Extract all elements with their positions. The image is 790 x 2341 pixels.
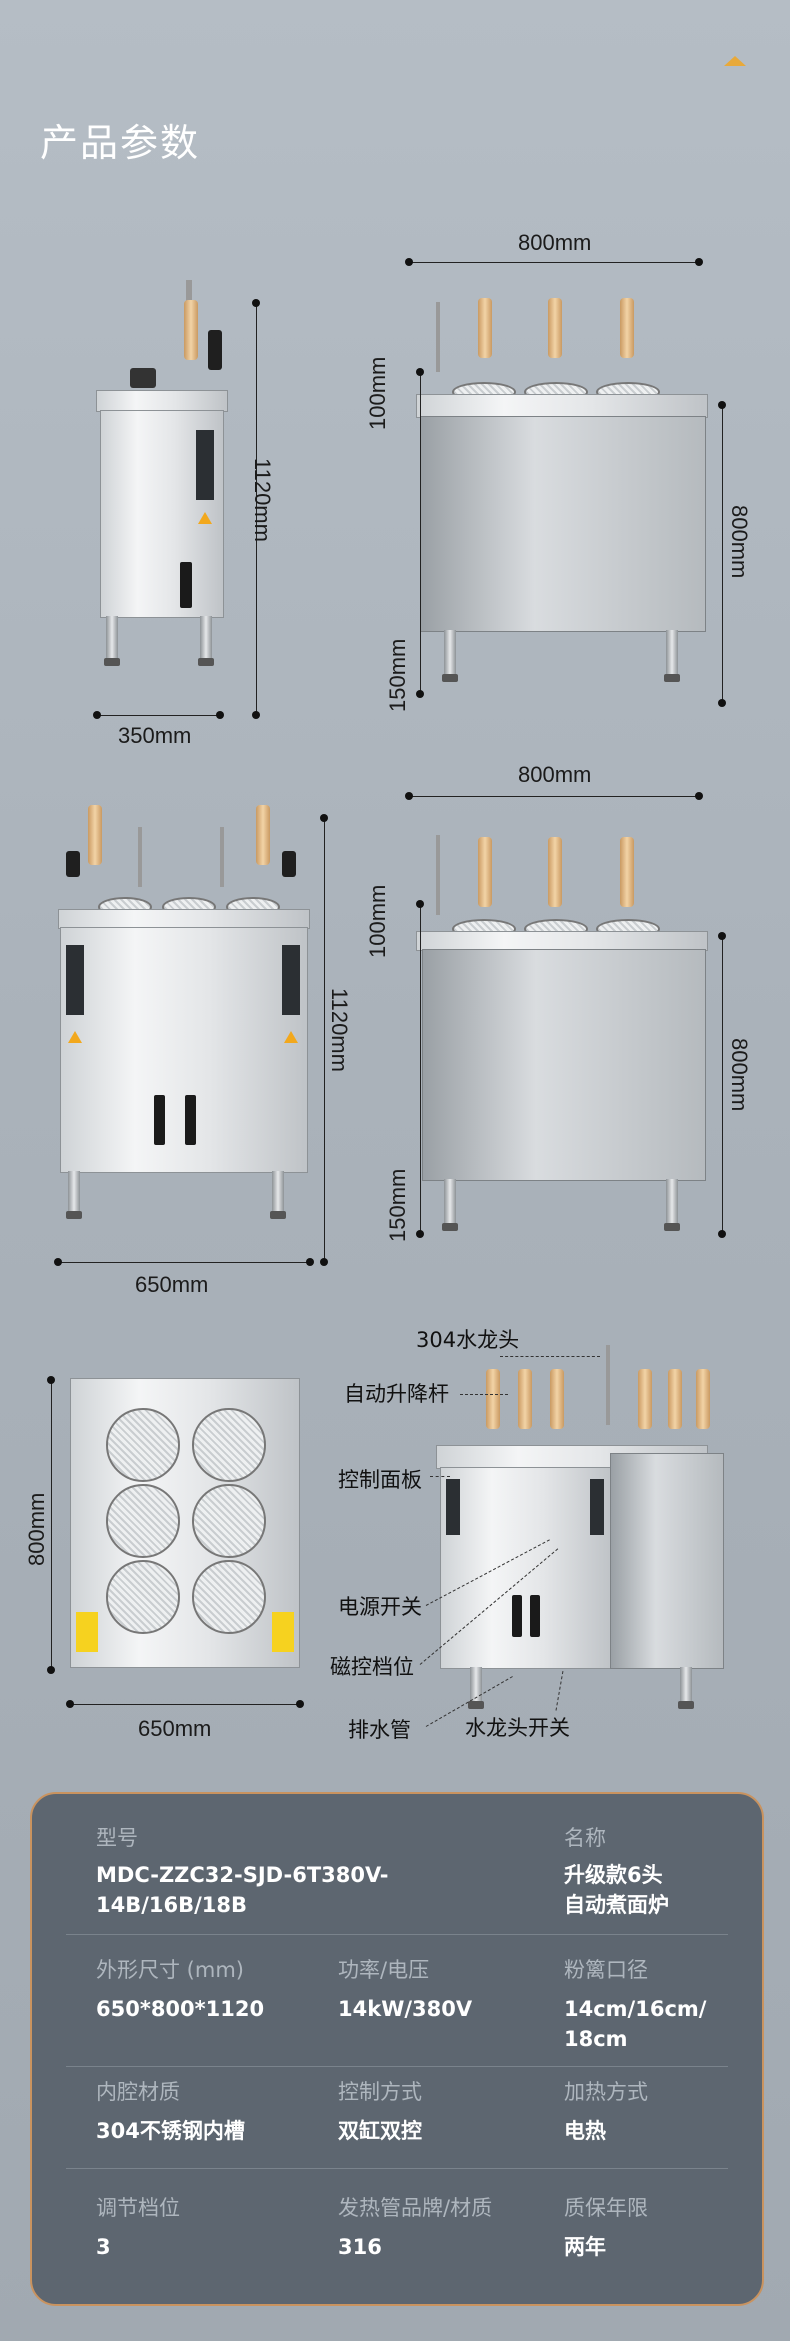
spec-gear-value: 3 (96, 2235, 111, 2259)
perspective-machine (430, 1345, 730, 1715)
single-side-top-label: 100mm (365, 356, 390, 430)
spec-model-value-2: 14B/16B/18B (96, 1893, 248, 1917)
single-side-machine (412, 282, 712, 702)
spec-name-value-1: 升级款6头 (564, 1863, 663, 1887)
double-side-width-label: 800mm (518, 762, 592, 787)
callout-magnetic-gear: 磁控档位 (330, 1655, 414, 1679)
single-side-body-label: 800mm (727, 505, 752, 579)
page-title: 产品参数 (40, 121, 201, 165)
spec-gear-label: 调节档位 (96, 2196, 180, 2220)
top-view-width-label: 650mm (138, 1716, 212, 1741)
single-front-width-label: 350mm (118, 723, 192, 748)
spec-size-label: 外形尺寸 (mm) (96, 1958, 244, 1982)
top-view-depth-label: 800mm (24, 1492, 49, 1566)
callout-faucet: 304水龙头 (416, 1328, 520, 1352)
double-side-leg-label: 150mm (385, 1168, 410, 1242)
callout-control-panel: 控制面板 (338, 1468, 422, 1492)
callout-drain-pipe: 排水管 (348, 1718, 411, 1742)
spec-tube-value: 316 (338, 2235, 382, 2259)
spec-heating-label: 加热方式 (564, 2080, 648, 2104)
spec-model-value-1: MDC-ZZC32-SJD-6T380V- (96, 1863, 389, 1887)
callout-lift-rod: 自动升降杆 (344, 1382, 449, 1406)
callout-power-switch: 电源开关 (338, 1595, 422, 1619)
double-side-top-label: 100mm (365, 884, 390, 958)
single-front-height-label: 1120mm (250, 458, 275, 542)
spec-card: 型号 MDC-ZZC32-SJD-6T380V- 14B/16B/18B 名称 … (30, 1792, 764, 2306)
spec-power-label: 功率/电压 (338, 1958, 430, 1982)
spec-divider (66, 2066, 728, 2067)
spec-tube-label: 发热管品牌/材质 (338, 2196, 493, 2220)
spec-divider (66, 2168, 728, 2169)
spec-name-label: 名称 (564, 1826, 606, 1850)
spec-cavity-value: 304不锈钢内槽 (96, 2119, 245, 2143)
single-side-width-label: 800mm (518, 230, 592, 255)
spec-heating-value: 电热 (564, 2119, 606, 2143)
spec-warranty-label: 质保年限 (564, 2196, 648, 2220)
single-side-leg-label: 150mm (385, 638, 410, 712)
back-to-top-icon[interactable] (724, 56, 746, 66)
spec-warranty-value: 两年 (564, 2235, 606, 2259)
spec-basket-value-2: 18cm (564, 2027, 628, 2051)
spec-control-label: 控制方式 (338, 2080, 422, 2104)
single-front-machine (96, 280, 246, 680)
spec-size-value: 650*800*1120 (96, 1997, 265, 2021)
top-view-machine (70, 1378, 300, 1668)
double-side-body-label: 800mm (727, 1038, 752, 1112)
callout-faucet-switch: 水龙头开关 (465, 1716, 570, 1740)
double-front-machine (58, 785, 318, 1235)
spec-cavity-label: 内腔材质 (96, 2080, 180, 2104)
spec-model-label: 型号 (96, 1826, 138, 1850)
spec-power-value: 14kW/380V (338, 1997, 473, 2021)
spec-name-value-2: 自动煮面炉 (564, 1893, 669, 1917)
double-front-height-label: 1120mm (327, 988, 352, 1072)
spec-divider (66, 1934, 728, 1935)
spec-basket-label: 粉篱口径 (564, 1958, 648, 1982)
double-front-width-label: 650mm (135, 1272, 209, 1297)
spec-basket-value-1: 14cm/16cm/ (564, 1997, 707, 2021)
double-side-machine (412, 815, 712, 1235)
spec-control-value: 双缸双控 (338, 2119, 422, 2143)
